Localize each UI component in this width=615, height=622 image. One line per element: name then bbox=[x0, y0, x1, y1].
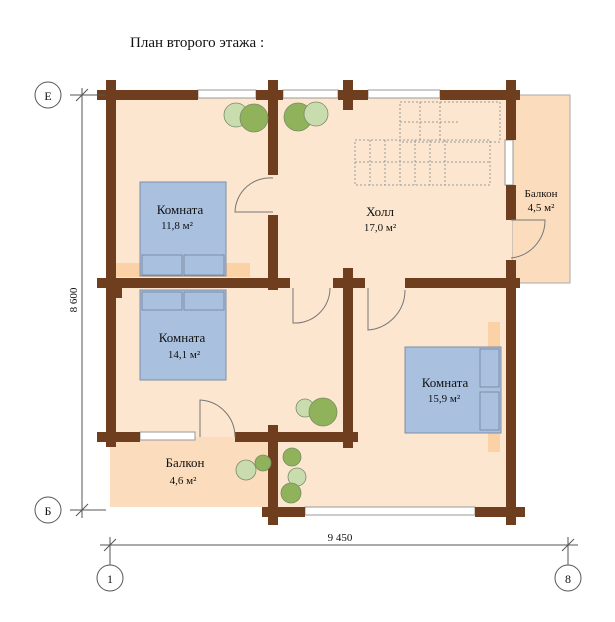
lower-right-floor bbox=[273, 437, 512, 512]
room-name: Балкон bbox=[525, 188, 558, 200]
width-dimension: 9 450 bbox=[328, 532, 353, 544]
bed bbox=[139, 181, 502, 434]
axis-label-left: 1 bbox=[107, 572, 113, 586]
right-balcony-floor bbox=[511, 94, 571, 284]
doors bbox=[199, 177, 546, 438]
room-area: 4,5 м² bbox=[528, 202, 555, 214]
axis-marker-B bbox=[34, 496, 62, 524]
room-area: 4,6 м² bbox=[170, 475, 197, 487]
axis-label-bottom: Б bbox=[45, 504, 52, 518]
axis-label-right: 8 bbox=[565, 572, 571, 586]
room-name: Балкон bbox=[166, 455, 205, 470]
room-name: Холл bbox=[366, 204, 394, 219]
room-area: 11,8 м² bbox=[161, 220, 194, 232]
room-area: 15,9 м² bbox=[428, 393, 461, 405]
height-dimension: 8 600 bbox=[68, 287, 80, 312]
room-name: Комната bbox=[159, 330, 206, 345]
page-title: План второго этажа : bbox=[130, 35, 265, 51]
axis-marker-8 bbox=[554, 564, 582, 592]
axis-marker-1 bbox=[96, 564, 124, 592]
axis-marker-E bbox=[34, 81, 62, 109]
room-area: 17,0 м² bbox=[364, 222, 397, 234]
staircase bbox=[354, 101, 501, 186]
room-area: 14,1 м² bbox=[168, 349, 201, 361]
plants bbox=[223, 101, 338, 504]
axis-label-top: Е bbox=[44, 89, 51, 103]
dimension-lines bbox=[34, 81, 582, 592]
room-name: Комната bbox=[422, 375, 469, 390]
room-name: Комната bbox=[157, 202, 204, 217]
walls bbox=[97, 80, 525, 525]
